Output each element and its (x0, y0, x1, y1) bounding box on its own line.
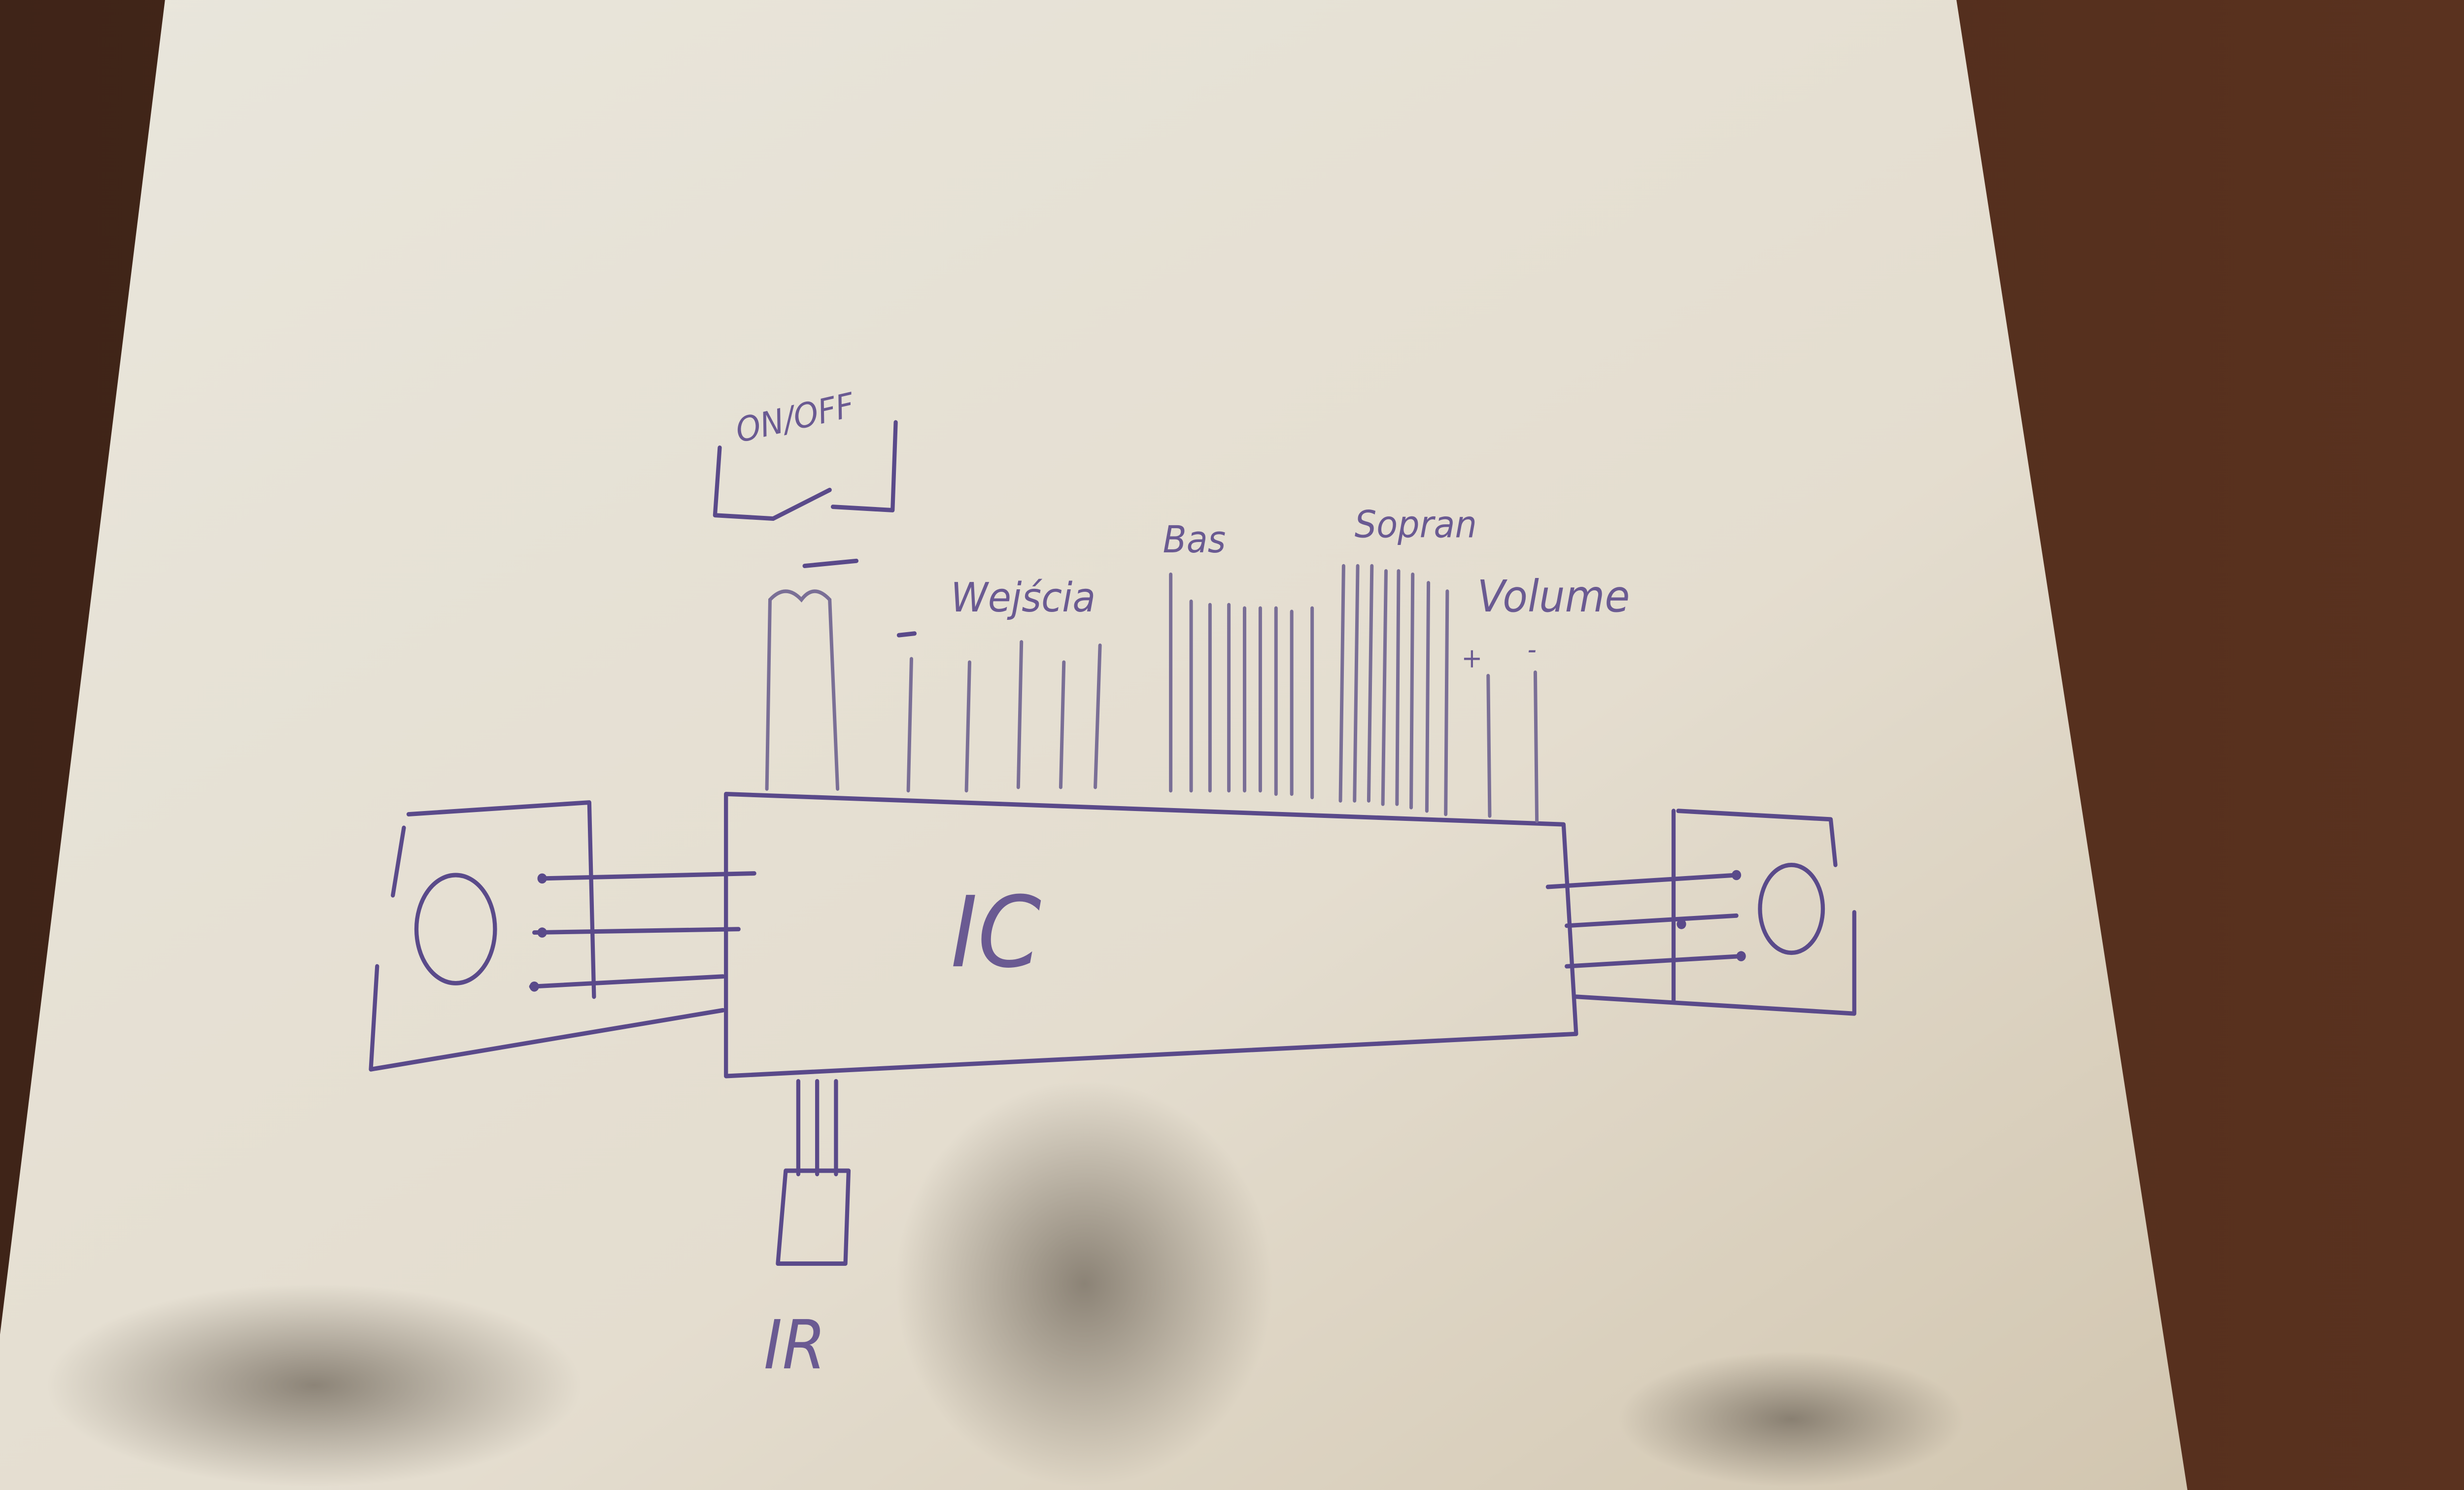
paper-sheet (0, 0, 2188, 1490)
ic-chip: IC (724, 791, 1578, 1079)
shadow (1618, 1351, 1964, 1487)
shadow (47, 1284, 582, 1487)
treble-pins: Sopran (1338, 503, 1477, 816)
ir-label: IR (764, 1306, 826, 1385)
volume-pins: Volume + - (1462, 571, 1630, 823)
volume-minus-label: - (1527, 634, 1536, 665)
bass-label: Bas (1163, 518, 1226, 562)
volume-plus-label: + (1462, 643, 1483, 674)
bass-pins: Bas (1163, 518, 1314, 800)
inputs-pins: Wejścia (896, 574, 1102, 793)
ir-receiver: IR (764, 1079, 851, 1385)
right-jack (1545, 809, 1856, 1016)
shadow (895, 1081, 1273, 1487)
volume-label: Volume (1477, 571, 1630, 622)
inputs-label: Wejścia (951, 574, 1095, 621)
left-jack (369, 800, 756, 1072)
treble-label: Sopran (1355, 503, 1477, 546)
ic-label: IC (951, 876, 1041, 990)
